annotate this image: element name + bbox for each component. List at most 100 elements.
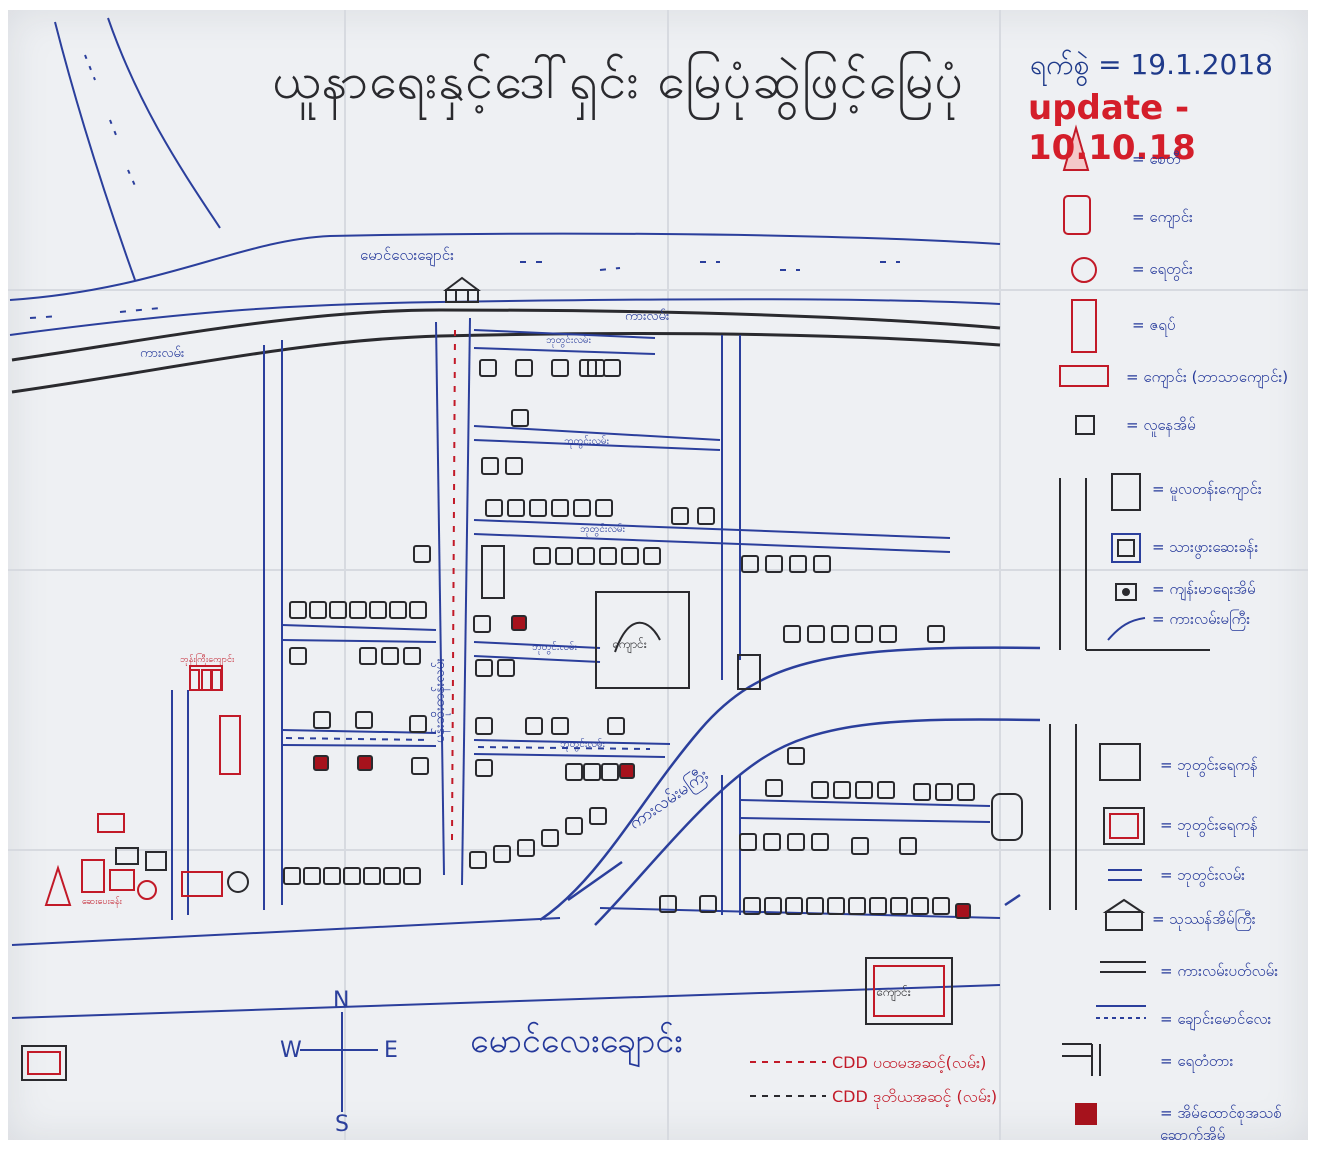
house-marker [505, 457, 523, 475]
monastery-hut [211, 669, 222, 691]
house-marker [899, 837, 917, 855]
house-marker [493, 845, 511, 863]
house-marker [913, 783, 931, 801]
house-marker [551, 717, 569, 735]
legend-health-label: = ကျန်းမာရေးအိမ် [1152, 580, 1256, 598]
legend-school-label: = ကျောင်း (ဘာသာကျောင်း) [1126, 368, 1289, 386]
house-marker [359, 647, 377, 665]
house-marker [869, 897, 887, 915]
clinic-building [481, 545, 1023, 841]
horizontal-streets [11, 329, 1001, 1019]
pond-label: ကျောင်း [876, 985, 911, 999]
monastery-compound [44, 665, 241, 906]
legend-ring-road-label: = ကားလမ်းပတ်လမ်း [1160, 962, 1279, 980]
house-marker [789, 555, 807, 573]
house-marker [739, 833, 757, 851]
house-marker [289, 647, 307, 665]
house-marker [811, 833, 829, 851]
house-marker [475, 659, 493, 677]
house-marker [411, 757, 429, 775]
lane-label-5: ဘုတွင်းလမ်း [560, 739, 606, 750]
house-marker [357, 755, 373, 771]
compass-s: S [335, 1112, 349, 1137]
house-marker [787, 833, 805, 851]
legend-new-household-label: = အိမ်ထောင်စုအသစ်ဆောက်အိမ် [1160, 1104, 1282, 1144]
house-marker [485, 499, 503, 517]
lane-label-3: ဘုတွင်းလမ်း [580, 524, 626, 535]
houses-layer [189, 359, 975, 919]
house-marker [697, 507, 715, 525]
house-marker [473, 615, 491, 633]
house-marker [855, 625, 873, 643]
house-marker [807, 625, 825, 643]
house-marker [579, 359, 597, 377]
house-marker [813, 555, 831, 573]
map-title: ယူနာရေးနှင့်ဒေါ်ရှင်း မြေပုံဆွဲဖြင့်မြေပ… [272, 52, 965, 110]
house-marker [848, 897, 866, 915]
house-marker [475, 759, 493, 777]
house-marker [551, 359, 569, 377]
house-marker [329, 601, 347, 619]
house-marker [699, 895, 717, 913]
house-marker [833, 781, 851, 799]
lane-label-1: ဘုတွင်းလမ်း [546, 335, 592, 346]
house-marker [497, 659, 515, 677]
house-marker [555, 547, 573, 565]
house-marker [529, 499, 547, 517]
diagonal-road [539, 646, 1041, 926]
house-marker [811, 781, 829, 799]
house-marker [957, 783, 975, 801]
house-marker [481, 457, 499, 475]
house-marker [763, 833, 781, 851]
house-marker [783, 625, 801, 643]
house-marker [355, 711, 373, 729]
pond-red [865, 957, 953, 1025]
stream-name-label: မောင်လေး‌ချောင်း [360, 246, 454, 264]
house-marker [507, 499, 525, 517]
house-marker [583, 763, 601, 781]
legend-primary-school-label: = မူလတန်းကျောင်း [1152, 480, 1262, 498]
house-marker [595, 499, 613, 517]
house-marker [764, 897, 782, 915]
house-marker [313, 755, 329, 771]
house-marker [413, 545, 431, 563]
legend-stream-label: = ချောင်းမောင်လေး [1160, 1010, 1272, 1028]
house-marker [517, 839, 535, 857]
cdd-arrows [750, 1061, 826, 1097]
paper-sheet [8, 10, 1308, 1140]
clinic-label: ဆေးပေးခန်း [82, 897, 122, 907]
cdd-legend-first: CDD ပထမအဆင့်(လမ်း) [832, 1053, 987, 1072]
house-marker [671, 507, 689, 525]
house-marker [313, 711, 331, 729]
house-marker [765, 555, 783, 573]
house-marker [577, 547, 595, 565]
house-marker [565, 763, 583, 781]
house-marker [343, 867, 361, 885]
house-marker [511, 615, 527, 631]
house-marker [573, 499, 591, 517]
bottom-stream-label: မောင်လေးချောင်း [470, 1021, 683, 1061]
house-marker [475, 717, 493, 735]
house-marker [389, 601, 407, 619]
house-marker [765, 779, 783, 797]
legend-well-label: = ရေတွင်း [1132, 260, 1193, 278]
legend-pagoda-label: = စေတီ [1132, 150, 1181, 168]
update-label: update - 10.10.18 [1028, 88, 1196, 168]
house-marker [409, 715, 427, 733]
top-left-road [54, 17, 221, 281]
house-marker [831, 625, 849, 643]
house-marker [955, 903, 971, 919]
monastery-hut [189, 669, 200, 691]
legend-lane-label: = ဘုတွင်းလမ်း [1160, 866, 1245, 884]
house-marker [935, 783, 953, 801]
house-marker [619, 763, 635, 779]
cdd-red-lines [451, 329, 456, 841]
house-marker [601, 763, 619, 781]
house-marker [787, 747, 805, 765]
house-marker [363, 867, 381, 885]
house-marker [855, 781, 873, 799]
house-marker [827, 897, 845, 915]
vertical-streets [171, 317, 741, 920]
lane-label-2: ဘုတွင်းလမ်း [564, 436, 610, 447]
